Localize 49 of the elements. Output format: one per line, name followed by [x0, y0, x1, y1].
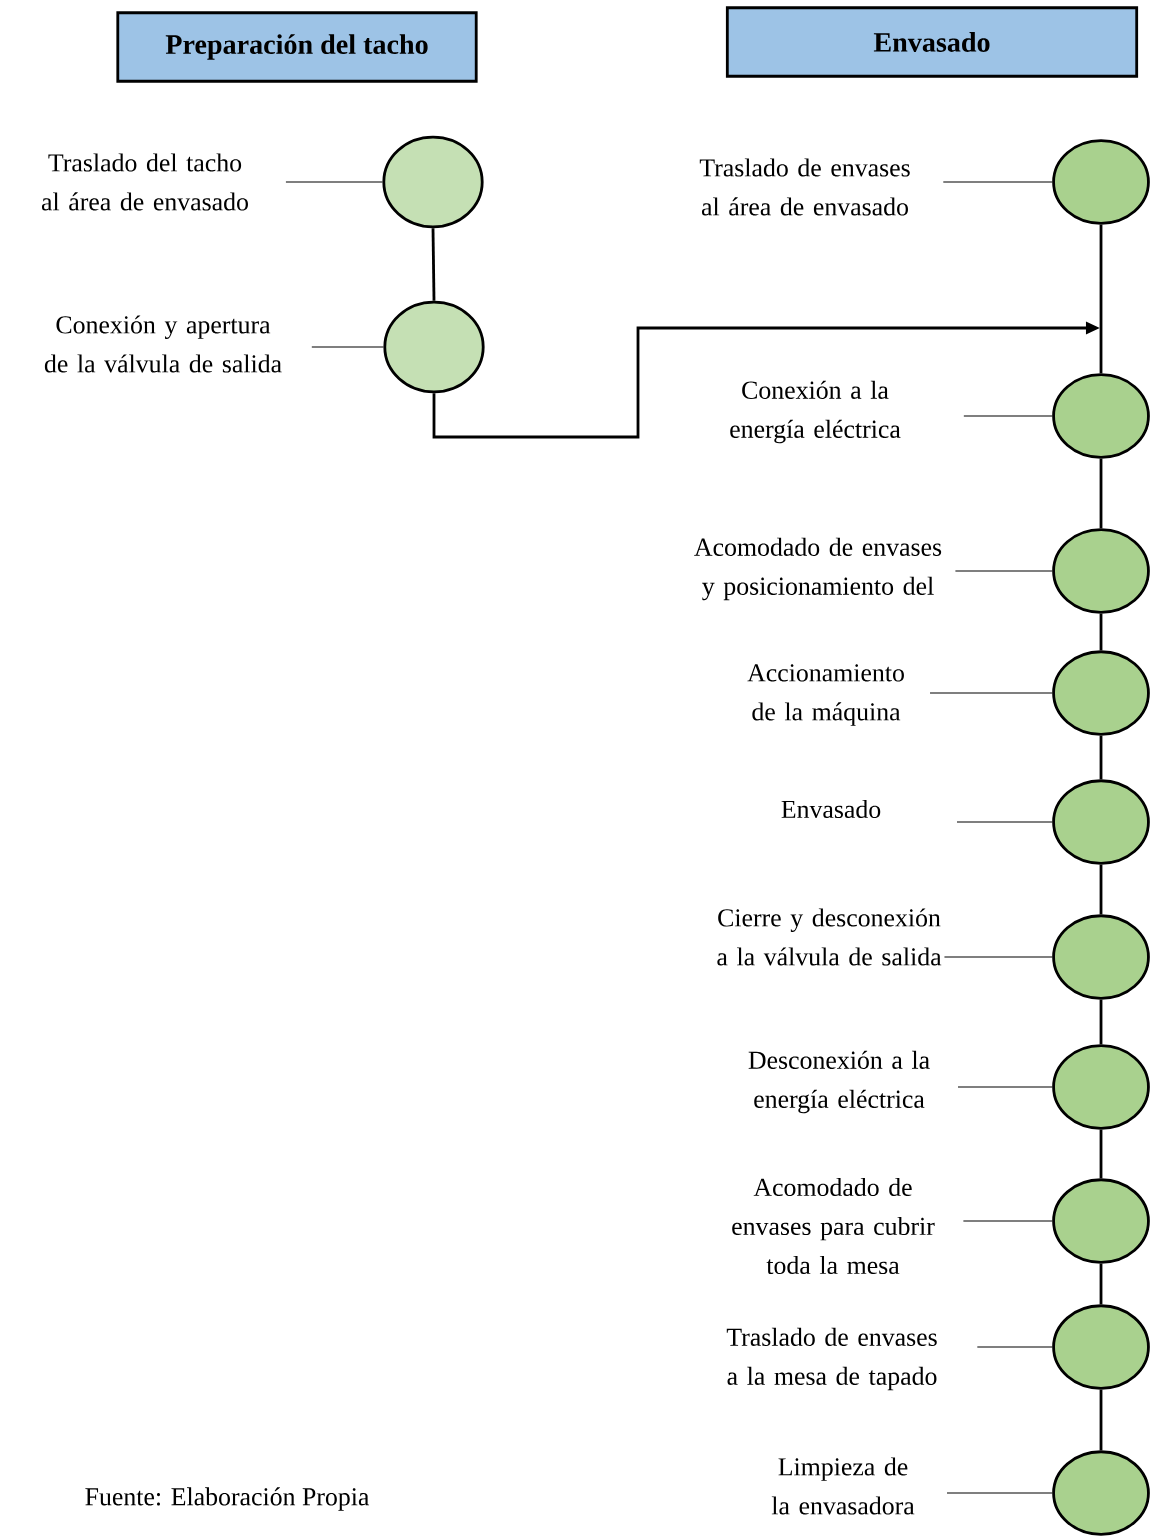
leader-line — [946, 1492, 1053, 1494]
leader-line — [963, 415, 1053, 417]
step-label: Acomodado de envases y posicionamiento del — [694, 537, 942, 601]
leader-line — [942, 181, 1053, 183]
connector-line — [1099, 458, 1103, 529]
leader-line — [976, 1346, 1053, 1348]
step-label: Acomodado de envases para cubrir toda la mesa — [732, 1177, 935, 1275]
leader-line — [956, 821, 1053, 823]
connector-line — [1099, 224, 1103, 374]
step-label: Conexión a la energía eléctrica — [730, 380, 901, 444]
step-label: Traslado del tacho al área de envasado — [41, 153, 248, 211]
step-label: Traslado de envases al área de envasado — [699, 158, 910, 216]
connector-line — [1099, 735, 1103, 780]
step-label: Conexión y apertura de la válvula de salida — [44, 315, 282, 373]
header-box: Preparación del tacho — [116, 11, 478, 83]
leader-line — [957, 1086, 1053, 1088]
step-label: Accionamiento de la máquina — [747, 664, 904, 726]
step-label: Cierre y desconexión a la válvula de salida — [717, 908, 942, 966]
leader-line — [311, 346, 384, 348]
process-circle — [1052, 373, 1150, 459]
caption: Fuente: Elaboración Propia — [85, 1487, 370, 1511]
step-label: Traslado de envases a la mesa de tapado — [726, 1327, 937, 1391]
process-circle — [382, 135, 484, 229]
process-circle — [383, 300, 485, 394]
process-circle — [1052, 139, 1150, 225]
leader-line — [929, 692, 1053, 694]
process-circle — [1052, 1450, 1150, 1536]
step-label: Limpieza de la envasadora — [771, 1457, 915, 1515]
process-circle — [1052, 779, 1150, 865]
process-circle — [1052, 528, 1150, 614]
process-circle — [1052, 1178, 1150, 1264]
process-circle — [1052, 1044, 1150, 1130]
process-circle — [1052, 1304, 1150, 1390]
connector-line — [1099, 864, 1103, 915]
process-circle — [1052, 650, 1150, 736]
connector-line — [1099, 613, 1103, 651]
step-label: Desconexión a la energía eléctrica — [748, 1050, 930, 1114]
connector-line — [1099, 1263, 1103, 1305]
header-box: Envasado — [725, 6, 1139, 78]
process-circle — [1052, 914, 1150, 1000]
leader-line — [954, 570, 1053, 572]
connector-line — [1099, 999, 1103, 1045]
step-label: Envasado — [781, 799, 881, 819]
connector-line — [1099, 1129, 1103, 1179]
connector-line — [431, 228, 436, 301]
leader-line — [962, 1220, 1053, 1222]
leader-line — [943, 956, 1053, 958]
leader-line — [285, 181, 383, 183]
connector-line — [1099, 1389, 1103, 1451]
